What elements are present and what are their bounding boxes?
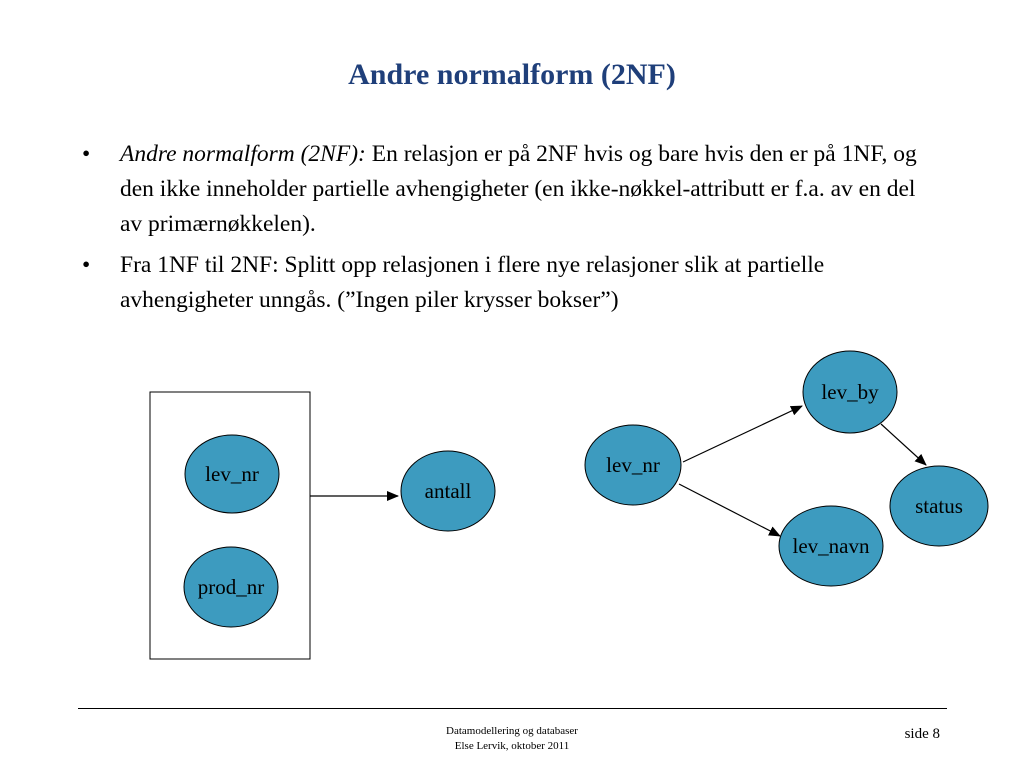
bullet-marker: • [82, 141, 91, 167]
definition-term: Andre normalform (2NF): [120, 141, 366, 167]
node-lev-nr-right [584, 424, 682, 506]
footer-course: Datamodellering og databaser [446, 725, 578, 737]
node-label-lev-nr-right: lev_nr [606, 453, 660, 477]
node-lev-by [802, 350, 898, 434]
footer-author: Else Lervik, oktober 2011 [454, 740, 570, 752]
node-label-lev-navn: lev_navn [793, 534, 870, 558]
page-number: side 8 [904, 726, 940, 742]
node-prod-nr [183, 546, 279, 628]
node-status [889, 465, 989, 547]
transition-text: Fra 1NF til 2NF: Splitt opp relasjonen i… [120, 252, 825, 313]
node-antall [400, 450, 496, 532]
slide-title: Andre normalform (2NF) [348, 58, 676, 91]
footer-credits: Datamodellering og databaser Else Lervik… [312, 724, 712, 754]
arrow-levnr-to-levby [682, 405, 803, 463]
primary-key-box [149, 391, 311, 660]
node-label-prod-nr: prod_nr [198, 575, 265, 599]
node-lev-navn [778, 505, 884, 587]
node-label-antall: antall [425, 479, 472, 503]
bullet-marker: • [82, 252, 91, 278]
node-label-status: status [915, 494, 963, 518]
bullet-item-transition: • Fra 1NF til 2NF: Splitt opp relasjonen… [82, 248, 942, 318]
node-label-lev-by: lev_by [821, 380, 879, 404]
arrow-levnr-to-levnavn [678, 483, 781, 537]
definition-text: En relasjon er på 2NF hvis og bare hvis … [120, 141, 917, 237]
node-label-lev-nr-left: lev_nr [205, 462, 259, 486]
bullet-list: • Andre normalform (2NF): En relasjon er… [82, 137, 942, 324]
bullet-item-definition: • Andre normalform (2NF): En relasjon er… [82, 137, 942, 242]
node-lev-nr-left [184, 434, 280, 514]
arrow-levby-to-status [880, 423, 927, 466]
footer-divider [78, 708, 947, 709]
